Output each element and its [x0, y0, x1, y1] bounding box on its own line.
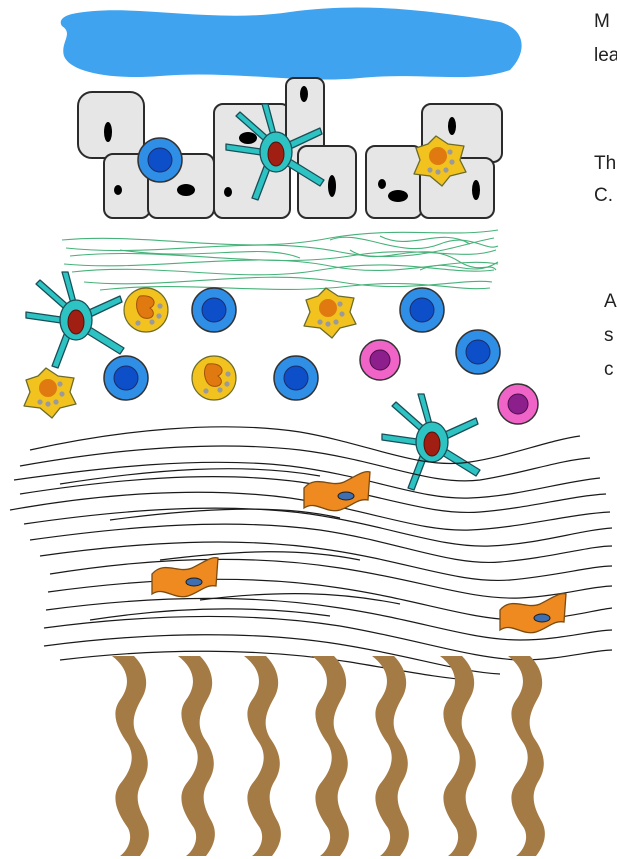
- text-fragment: c: [604, 359, 614, 380]
- muscle-strand: [312, 656, 349, 856]
- lamina-propria-cells: [23, 271, 539, 491]
- fibroblast-icon: [499, 592, 567, 634]
- text-fragment: M: [594, 11, 610, 32]
- muscle-layer: [112, 656, 545, 856]
- muscle-strand: [178, 656, 215, 856]
- granulocyte-icon: [303, 287, 357, 339]
- fibroblast-icon: [151, 556, 219, 598]
- lymphocyte-icon: [103, 355, 149, 401]
- granulocyte-icon: [23, 367, 77, 419]
- collagen-fibers: [61, 229, 499, 291]
- lymphocyte-icon: [273, 355, 319, 401]
- text-fragment: C.: [594, 185, 613, 206]
- muscle-strand: [372, 656, 409, 856]
- epithelial-cell-icon: [77, 91, 145, 159]
- epithelial-cell-icon: [297, 145, 357, 219]
- lymphocyte-icon: [191, 287, 237, 333]
- lymphocyte-icon: [137, 137, 183, 183]
- text-fragment: Th: [594, 153, 617, 174]
- mucus-layer: [60, 7, 522, 80]
- muscle-strand: [440, 656, 477, 856]
- lymphocyte-icon: [399, 287, 445, 333]
- text-fragment: s: [604, 325, 614, 346]
- muscle-strand: [508, 656, 545, 856]
- epithelial-cell-icon: [365, 145, 423, 219]
- dendritic-cell-icon: [25, 271, 125, 369]
- granulocyte-icon: [123, 287, 169, 333]
- plasma-cell-icon: [359, 339, 401, 381]
- granulocyte-icon: [191, 355, 237, 401]
- text-fragment: A: [604, 291, 617, 312]
- dendritic-cell-icon: [381, 393, 481, 491]
- text-fragment: lea: [594, 45, 617, 66]
- muscle-strand: [244, 656, 281, 856]
- plasma-cell-icon: [497, 383, 539, 425]
- muscle-strand: [112, 656, 149, 856]
- lymphocyte-icon: [455, 329, 501, 375]
- fibroblast-icon: [303, 470, 371, 512]
- connective-tissue-fibers: [9, 426, 613, 681]
- epithelial-nuclei: [104, 86, 480, 202]
